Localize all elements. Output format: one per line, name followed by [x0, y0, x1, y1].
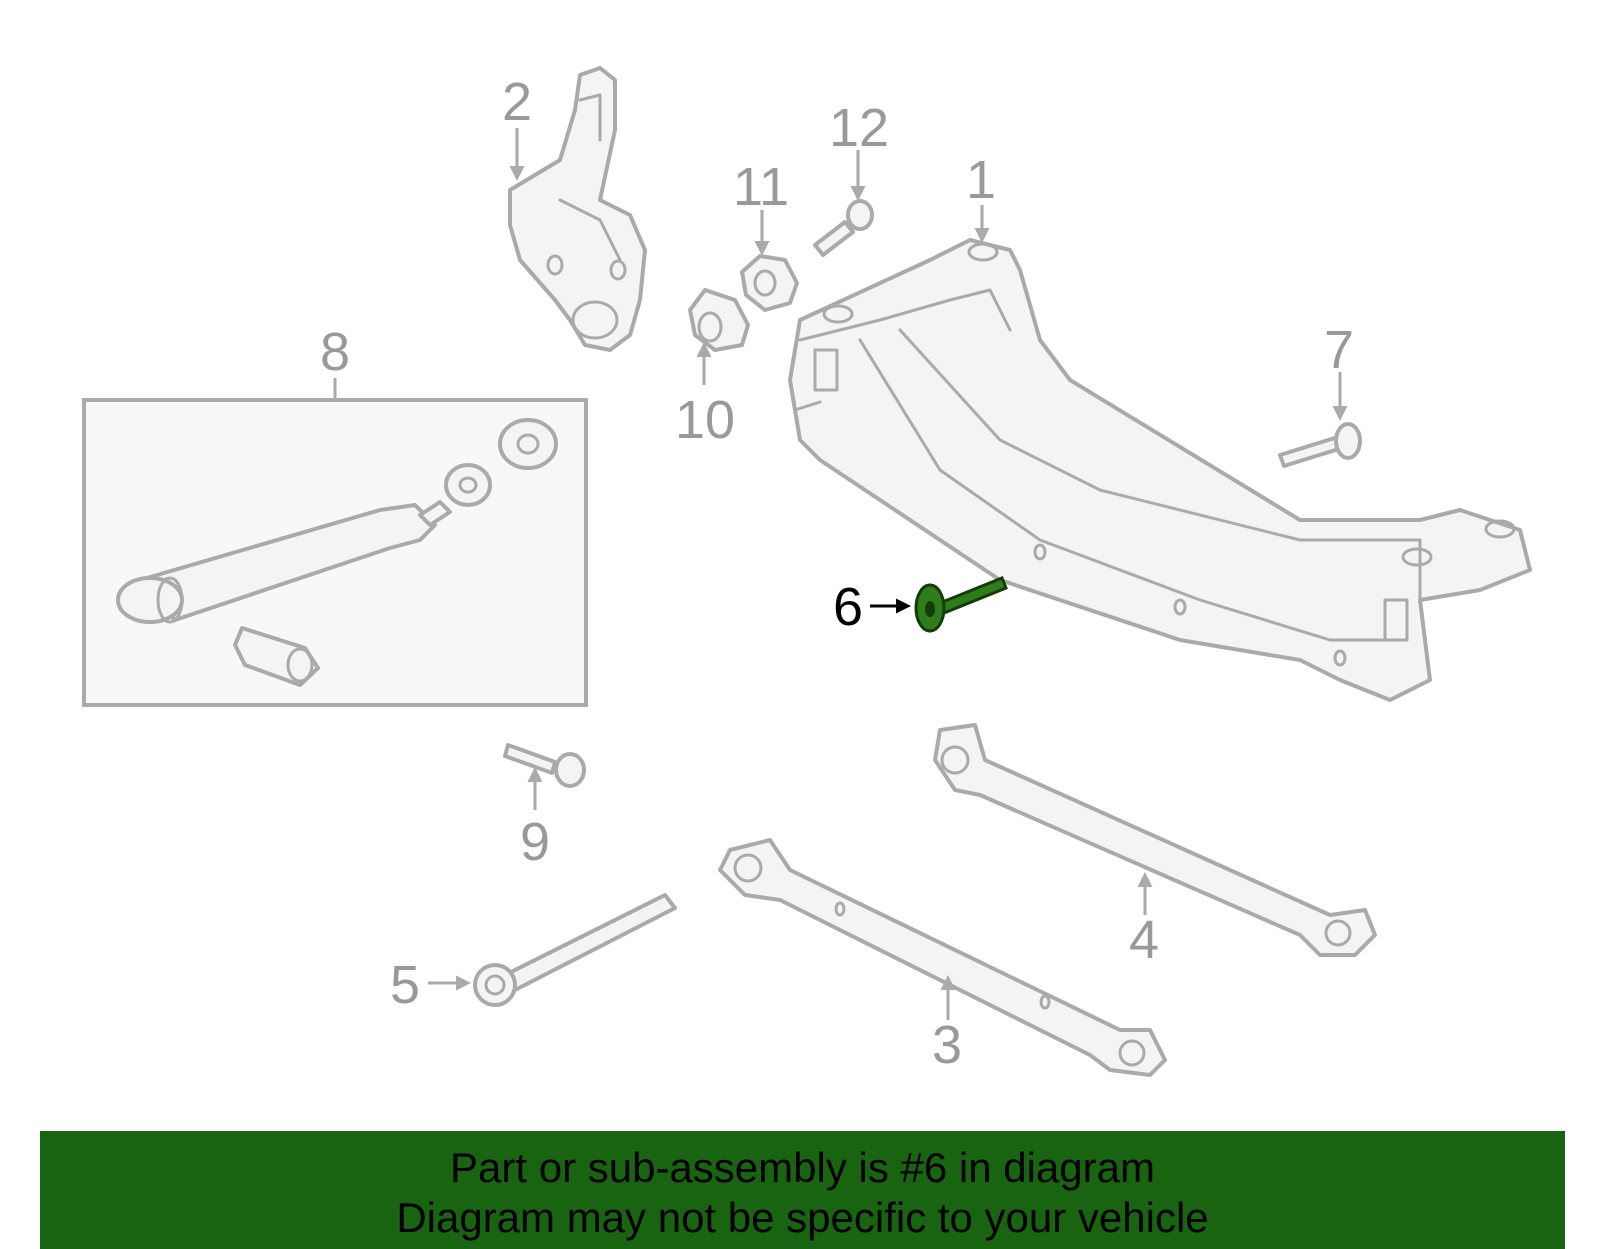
- callout-label-2: 2: [502, 72, 532, 132]
- long-bolt-part[interactable]: [473, 893, 677, 1007]
- upper-link-part[interactable]: [933, 723, 1377, 957]
- bolt-7-part[interactable]: [1278, 422, 1362, 468]
- callout-label-8: 8: [320, 322, 350, 382]
- callout-label-9: 9: [520, 812, 550, 872]
- callout-label-1: 1: [966, 150, 996, 210]
- callout-label-5: 5: [390, 955, 420, 1015]
- part-info-banner: Part or sub-assembly is #6 in diagram Di…: [40, 1131, 1565, 1249]
- bushing-11-part[interactable]: [740, 254, 799, 312]
- trailing-arm-kit-part[interactable]: [82, 398, 588, 707]
- bolt-9-part[interactable]: [503, 743, 586, 788]
- knuckle-part[interactable]: [508, 66, 647, 352]
- callout-label-10: 10: [675, 390, 735, 450]
- bushing-10-part[interactable]: [688, 288, 750, 352]
- callout-label-7: 7: [1324, 320, 1354, 380]
- crossmember-part[interactable]: [788, 238, 1532, 702]
- callout-label-6[interactable]: 6: [833, 577, 863, 637]
- callout-label-12: 12: [829, 98, 889, 158]
- highlighted-bolt-part[interactable]: [914, 576, 1008, 633]
- callout-label-3: 3: [932, 1015, 962, 1075]
- banner-line-2: Diagram may not be specific to your vehi…: [396, 1194, 1209, 1241]
- lower-link-part[interactable]: [718, 838, 1167, 1077]
- banner-line-1: Part or sub-assembly is #6 in diagram: [450, 1144, 1155, 1191]
- callout-label-4: 4: [1129, 910, 1159, 970]
- callout-label-11: 11: [733, 157, 789, 217]
- bolt-12-part[interactable]: [813, 199, 874, 257]
